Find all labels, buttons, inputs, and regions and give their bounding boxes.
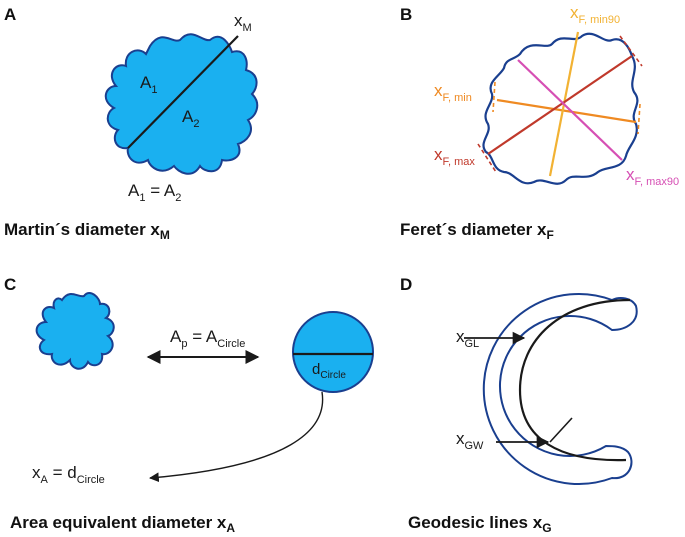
martin-diameter-line [127, 35, 239, 149]
panel-b: B xF, min90 xF, min xF, max xF, max90 Fe… [400, 3, 679, 242]
label-xf-max: xF, max [434, 145, 475, 168]
label-xgl: xGL [456, 327, 479, 350]
caliper-min-left [492, 81, 496, 113]
particle-b-outline [482, 32, 639, 185]
geodesic-width-line [549, 417, 573, 443]
particle-c [35, 292, 115, 370]
caption-a: Martin´s diameter xM [4, 220, 170, 242]
caption-c: Area equivalent diameter xA [10, 513, 235, 535]
panel-letter-b: B [400, 5, 412, 24]
label-xa-equals-dcircle: xA = dCircle [32, 463, 105, 486]
caliper-max-left [477, 143, 497, 173]
panel-c: C Ap = ACircle dCircle xA = dCircle Area… [4, 275, 374, 535]
label-xf-min90: xF, min90 [570, 3, 620, 26]
caliper-max-right [619, 35, 643, 67]
panel-a: A xM A1 A2 A1 = A2 Martin´s diameter xM [4, 5, 259, 242]
panel-letter-c: C [4, 275, 16, 294]
caption-b: Feret´s diameter xF [400, 220, 554, 242]
panel-letter-a: A [4, 5, 16, 24]
label-xf-max90: xF, max90 [626, 165, 679, 188]
particle-a [104, 33, 259, 175]
label-d-circle: dCircle [312, 361, 346, 381]
label-a1: A1 [140, 73, 157, 96]
caliper-min-right [637, 103, 641, 135]
label-ap-equals-acircle: Ap = ACircle [170, 327, 245, 350]
label-xgw: xGW [456, 429, 484, 452]
geodesic-centerline [518, 298, 631, 462]
panel-letter-d: D [400, 275, 412, 294]
feret-max90-line [517, 59, 623, 161]
panel-d: D xGL xGW Geodesic lines xG [400, 275, 638, 535]
label-xm: xM [234, 11, 252, 34]
label-a2: A2 [182, 107, 199, 130]
equation-a1-equals-a2: A1 = A2 [128, 181, 181, 204]
feret-min-line [496, 98, 637, 124]
label-xf-min: xF, min [434, 81, 472, 104]
curved-arrow-to-xa [149, 391, 324, 483]
equivalent-circle [292, 311, 374, 393]
c-shape-outline [482, 293, 638, 485]
feret-max-line [487, 55, 633, 155]
caption-d: Geodesic lines xG [408, 513, 552, 535]
